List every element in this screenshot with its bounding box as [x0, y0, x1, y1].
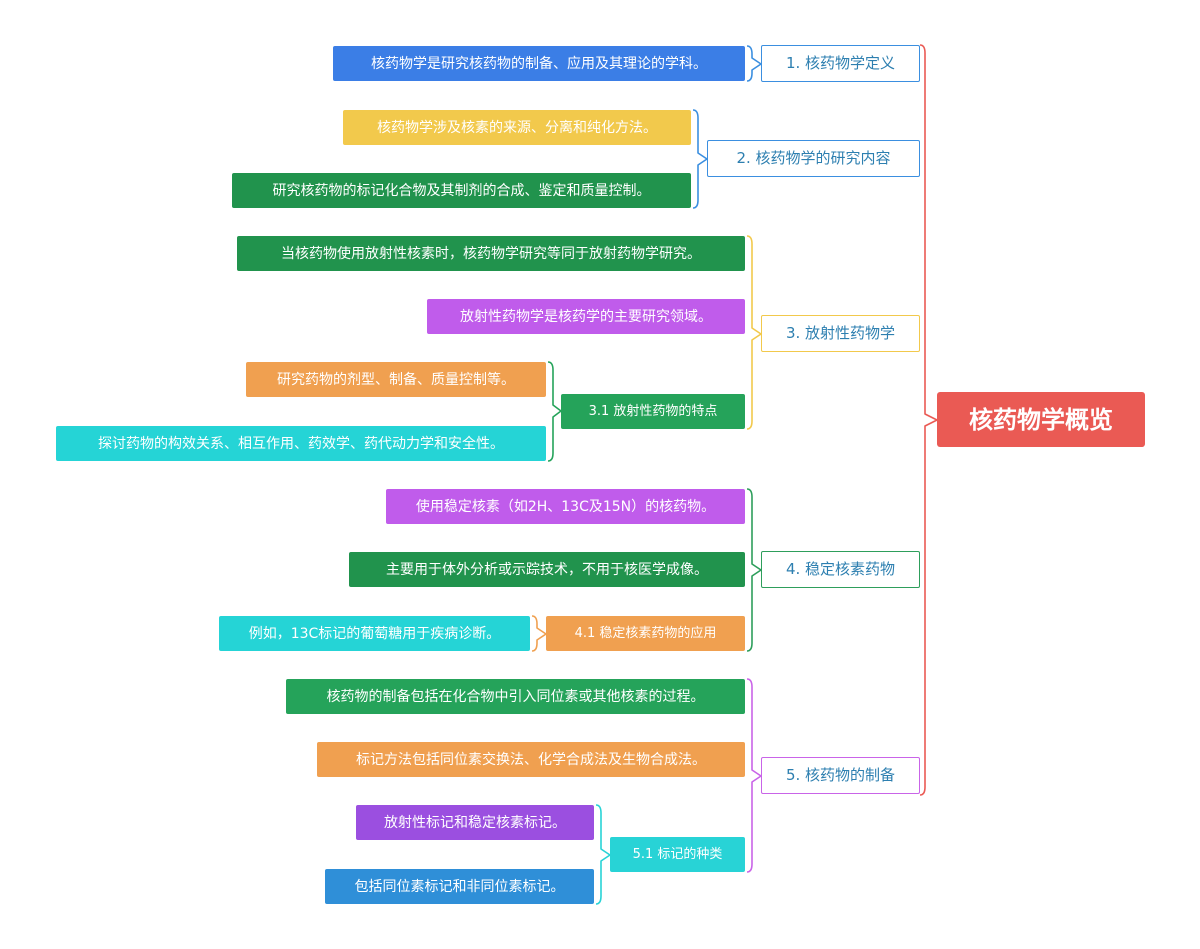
root-bracket [919, 44, 938, 796]
bracket-s51 [595, 804, 611, 905]
leaf-radioactive-and-stable-labeling[interactable]: 放射性标记和稳定核素标记。 [356, 805, 594, 840]
leaf-definition[interactable]: 核药物学是研究核药物的制备、应用及其理论的学科。 [333, 46, 745, 81]
leaf-isotopic-labeling[interactable]: 包括同位素标记和非同位素标记。 [325, 869, 594, 904]
branch-preparation[interactable]: 5. 核药物的制备 [761, 757, 920, 794]
leaf-nuclide-sources[interactable]: 核药物学涉及核素的来源、分离和纯化方法。 [343, 110, 691, 145]
branch-research-content[interactable]: 2. 核药物学的研究内容 [707, 140, 920, 177]
bracket-b3 [746, 235, 762, 430]
leaf-main-research-field[interactable]: 放射性药物学是核药学的主要研究领域。 [427, 299, 745, 334]
subtopic-radiopharmaceutical-features[interactable]: 3.1 放射性药物的特点 [561, 394, 745, 429]
leaf-radionuclide-equivalence[interactable]: 当核药物使用放射性核素时，核药物学研究等同于放射药物学研究。 [237, 236, 745, 271]
bracket-s31 [547, 361, 562, 462]
leaf-dosage-forms[interactable]: 研究药物的剂型、制备、质量控制等。 [246, 362, 546, 397]
bracket-b1 [746, 45, 762, 82]
leaf-in-vitro-use[interactable]: 主要用于体外分析或示踪技术，不用于核医学成像。 [349, 552, 745, 587]
branch-stable-nuclide-drugs[interactable]: 4. 稳定核素药物 [761, 551, 920, 588]
bracket-b4 [746, 488, 762, 652]
bracket-b2 [692, 109, 708, 209]
leaf-preparation-process[interactable]: 核药物的制备包括在化合物中引入同位素或其他核素的过程。 [286, 679, 745, 714]
leaf-13c-glucose-example[interactable]: 例如，13C标记的葡萄糖用于疾病诊断。 [219, 616, 530, 651]
branch-radiopharmacy[interactable]: 3. 放射性药物学 [761, 315, 920, 352]
branch-definition[interactable]: 1. 核药物学定义 [761, 45, 920, 82]
leaf-pharmacology[interactable]: 探讨药物的构效关系、相互作用、药效学、药代动力学和安全性。 [56, 426, 546, 461]
bracket-s41 [531, 615, 547, 652]
leaf-labeled-compounds[interactable]: 研究核药物的标记化合物及其制剂的合成、鉴定和质量控制。 [232, 173, 691, 208]
bracket-b5 [746, 678, 762, 873]
subtopic-labeling-types[interactable]: 5.1 标记的种类 [610, 837, 745, 872]
root-topic[interactable]: 核药物学概览 [937, 392, 1145, 447]
leaf-labeling-methods[interactable]: 标记方法包括同位素交换法、化学合成法及生物合成法。 [317, 742, 745, 777]
subtopic-stable-nuclide-applications[interactable]: 4.1 稳定核素药物的应用 [546, 616, 745, 651]
leaf-stable-nuclide-examples[interactable]: 使用稳定核素（如2H、13C及15N）的核药物。 [386, 489, 745, 524]
